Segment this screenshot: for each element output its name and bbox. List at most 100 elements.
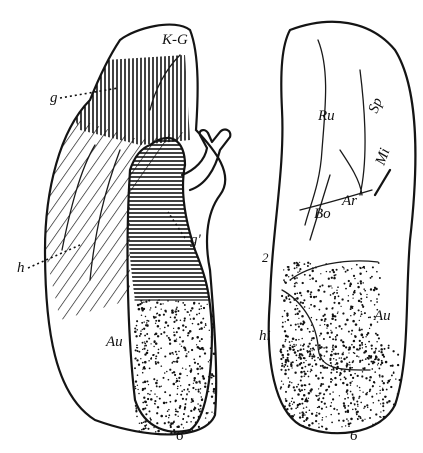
stipple-dot: [148, 320, 150, 322]
stipple-dot: [290, 324, 292, 326]
stipple-dot: [364, 406, 366, 408]
stipple-dot: [282, 344, 284, 346]
stipple-dot: [373, 436, 375, 438]
stipple-dot: [149, 368, 151, 370]
stipple-dot: [289, 344, 291, 346]
stipple-dot: [380, 344, 382, 346]
label-bo: Bo: [314, 206, 331, 222]
stipple-dot: [147, 380, 149, 382]
stipple-dot: [340, 372, 342, 374]
stipple-dot: [326, 416, 327, 417]
stipple-dot: [322, 397, 324, 399]
stipple-dot: [144, 341, 145, 342]
stipple-dot: [350, 385, 351, 386]
stipple-dot: [293, 344, 295, 346]
stipple-dot: [309, 331, 311, 333]
stipple-dot: [373, 436, 375, 438]
stipple-dot: [143, 348, 145, 350]
stipple-dot: [340, 339, 342, 341]
stipple-dot: [287, 350, 289, 352]
stipple-dot: [201, 347, 204, 350]
stipple-dot: [142, 362, 144, 364]
stipple-dot: [201, 308, 202, 309]
stipple-dot: [198, 347, 200, 349]
stipple-dot: [294, 371, 296, 373]
stipple-dot: [320, 438, 321, 439]
stipple-dot: [197, 323, 199, 325]
stipple-dot: [137, 389, 138, 390]
stipple-dot: [308, 398, 309, 399]
stipple-dot: [300, 323, 302, 325]
stipple-dot: [219, 301, 220, 302]
stipple-dot: [367, 432, 370, 435]
stipple-dot: [302, 414, 304, 416]
stipple-dot: [311, 317, 312, 318]
stipple-dot: [289, 403, 291, 405]
stipple-dot: [344, 283, 346, 285]
stipple-dot: [309, 343, 311, 345]
stipple-dot: [334, 353, 337, 356]
stipple-dot: [207, 304, 208, 305]
stipple-dot: [380, 411, 381, 412]
stipple-dot: [169, 353, 171, 355]
stipple-dot: [363, 407, 364, 408]
stipple-dot: [395, 378, 396, 379]
stipple-dot: [352, 377, 354, 379]
label-h: h: [17, 260, 25, 276]
stipple-dot: [150, 343, 151, 344]
stipple-dot: [321, 419, 323, 421]
stipple-dot: [196, 314, 198, 316]
stipple-dot: [190, 318, 192, 320]
stipple-dot: [385, 436, 387, 438]
stipple-dot: [286, 427, 288, 429]
stipple-dot: [346, 363, 347, 364]
stipple-dot: [148, 384, 149, 385]
stipple-dot: [199, 356, 201, 358]
stipple-dot: [294, 267, 296, 269]
stipple-dot: [346, 364, 347, 365]
stipple-dot: [326, 332, 329, 335]
stipple-dot: [144, 400, 146, 402]
stipple-dot: [302, 416, 304, 418]
stipple-dot: [300, 379, 302, 381]
stipple-dot: [148, 338, 150, 340]
stipple-dot: [172, 372, 174, 374]
stipple-dot: [180, 385, 181, 386]
stipple-dot: [350, 308, 352, 310]
stipple-dot: [292, 424, 294, 426]
stipple-dot: [350, 306, 352, 308]
stipple-dot: [382, 398, 384, 400]
stipple-dot: [165, 415, 167, 417]
stipple-dot: [325, 308, 327, 310]
stipple-dot: [350, 374, 352, 376]
stipple-dot: [314, 360, 316, 362]
stipple-dot: [362, 359, 364, 361]
stipple-dot: [198, 313, 200, 315]
stipple-dot: [146, 325, 148, 327]
stipple-dot: [348, 425, 350, 427]
stipple-dot: [393, 372, 395, 374]
stipple-dot: [149, 309, 150, 310]
label-g-prime: g': [190, 232, 202, 248]
stipple-dot: [182, 329, 184, 331]
stipple-dot: [349, 364, 350, 365]
stipple-dot: [292, 275, 294, 277]
stipple-dot: [281, 363, 283, 365]
stipple-dot: [138, 351, 140, 353]
stipple-dot: [310, 369, 312, 371]
stipple-dot: [280, 419, 282, 421]
stipple-dot: [147, 350, 149, 352]
stipple-dot: [320, 273, 321, 274]
stipple-dot: [375, 356, 378, 359]
stipple-dot: [336, 334, 338, 336]
stipple-dot: [331, 422, 333, 424]
stipple-dot: [308, 383, 310, 385]
stipple-dot: [201, 399, 203, 401]
stipple-dot: [299, 412, 300, 413]
stipple-dot: [281, 365, 283, 367]
stipple-dot: [146, 333, 148, 335]
stipple-dot: [337, 353, 339, 355]
stipple-dot: [202, 375, 204, 377]
stipple-dot: [137, 347, 138, 348]
stipple-dot: [345, 411, 347, 413]
